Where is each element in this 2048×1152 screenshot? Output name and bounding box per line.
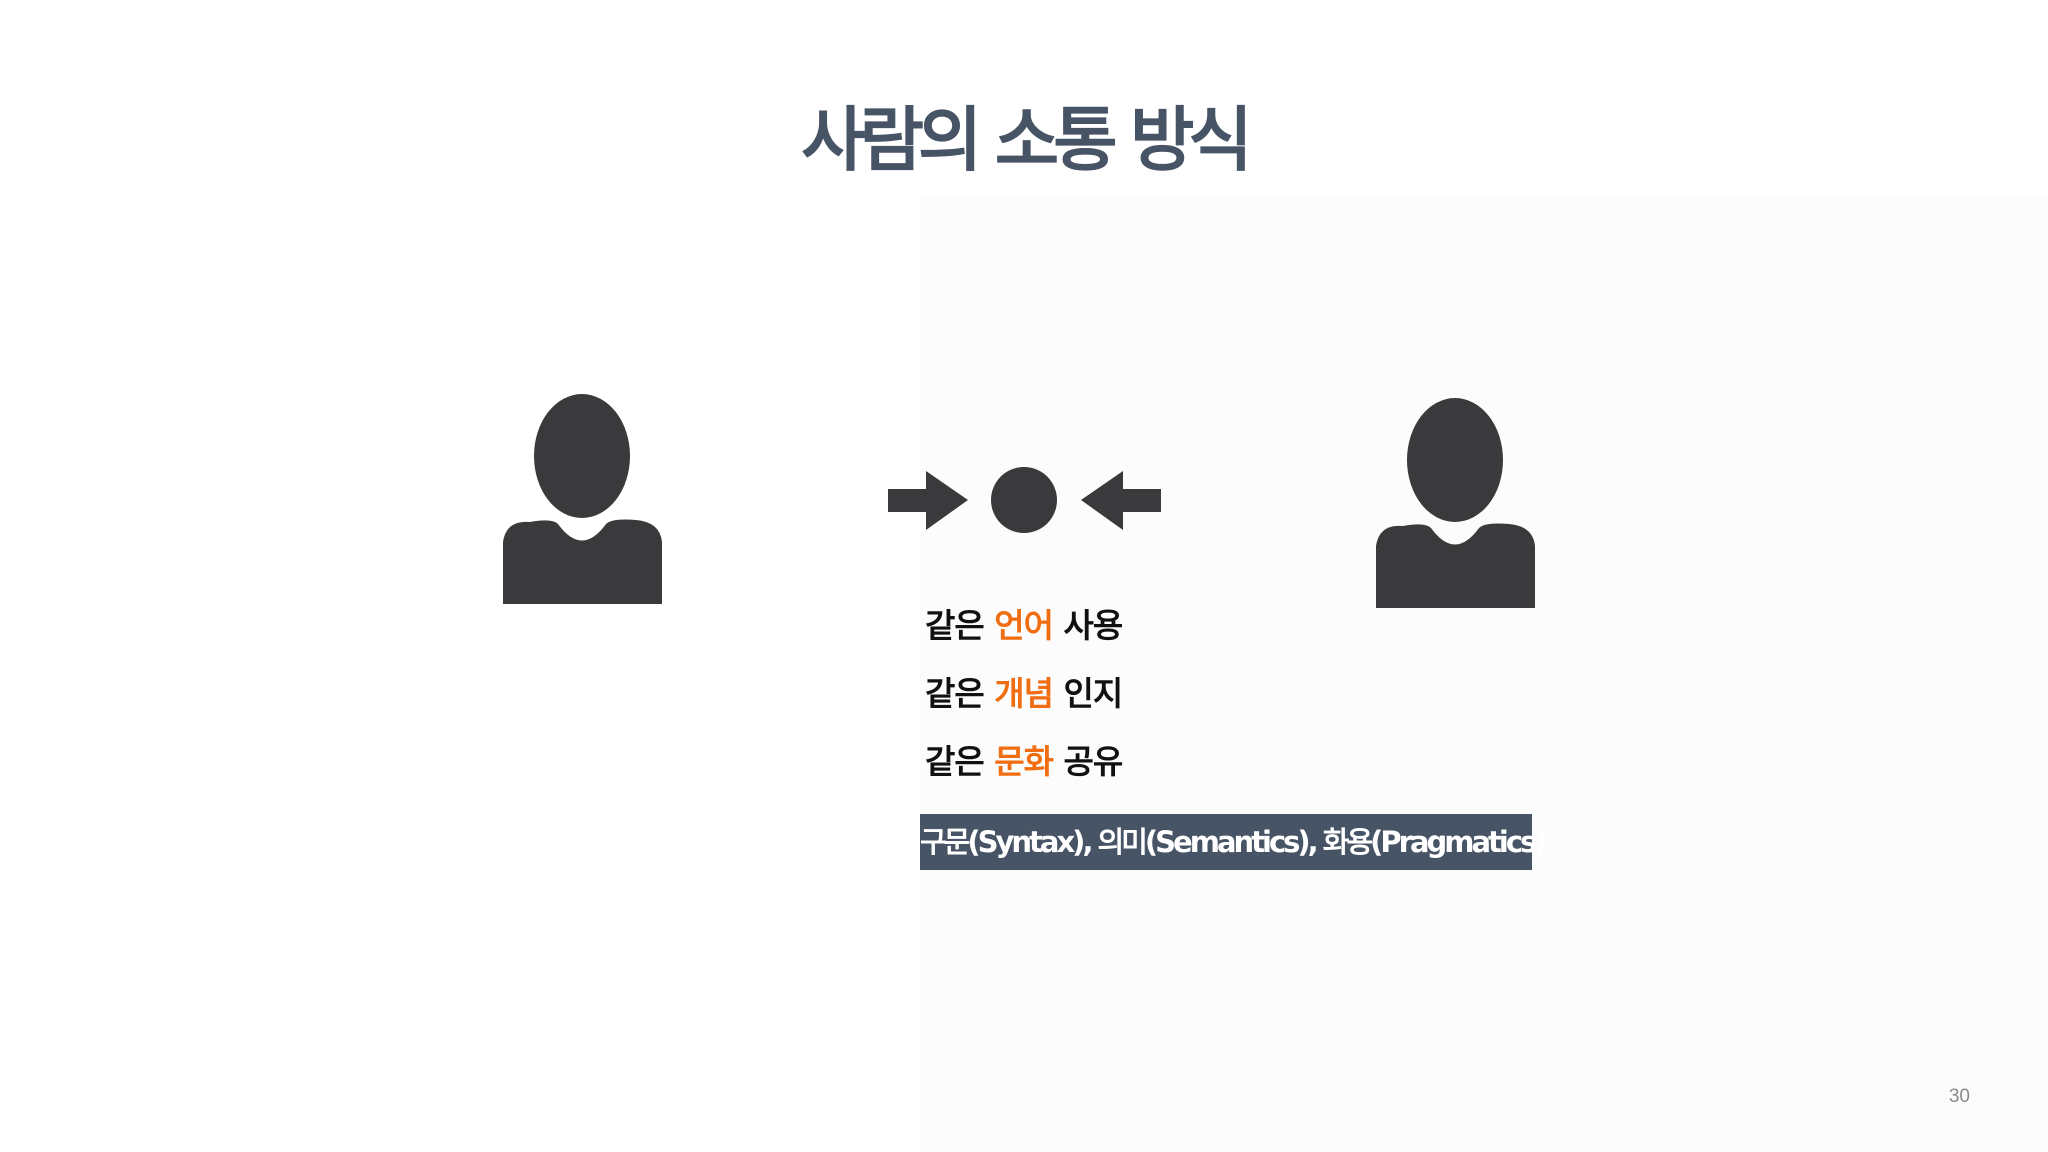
list-item: 같은 개념 인지 [925, 672, 1123, 740]
line-prefix: 같은 [925, 606, 985, 645]
line-prefix: 같은 [925, 742, 985, 781]
line-suffix: 공유 [1063, 742, 1123, 781]
line-accent: 언어 [994, 606, 1054, 645]
line-suffix: 사용 [1063, 606, 1123, 645]
line-suffix: 인지 [1063, 674, 1123, 713]
list-item: 같은 문화 공유 [925, 740, 1123, 808]
page-number: 30 [1948, 1086, 1970, 1107]
list-item: 같은 언어 사용 [925, 604, 1123, 672]
summary-banner: 구문(Syntax), 의미(Semantics), 화용(Pragmatics… [920, 814, 1548, 870]
slide-title: 사람의 소통 방식 [801, 99, 1253, 181]
background-panel [920, 195, 2048, 1152]
line-accent: 문화 [994, 742, 1054, 781]
line-prefix: 같은 [925, 674, 985, 713]
arrow-right-icon [888, 471, 968, 530]
convergence-diagram [888, 467, 1161, 533]
line-accent: 개념 [994, 674, 1054, 713]
circle-icon [991, 467, 1057, 533]
arrow-left-icon [1081, 471, 1161, 530]
attribute-list: 같은 언어 사용 같은 개념 인지 같은 문화 공유 [925, 604, 1123, 808]
person-icon [1376, 398, 1535, 608]
person-icon [503, 394, 662, 604]
